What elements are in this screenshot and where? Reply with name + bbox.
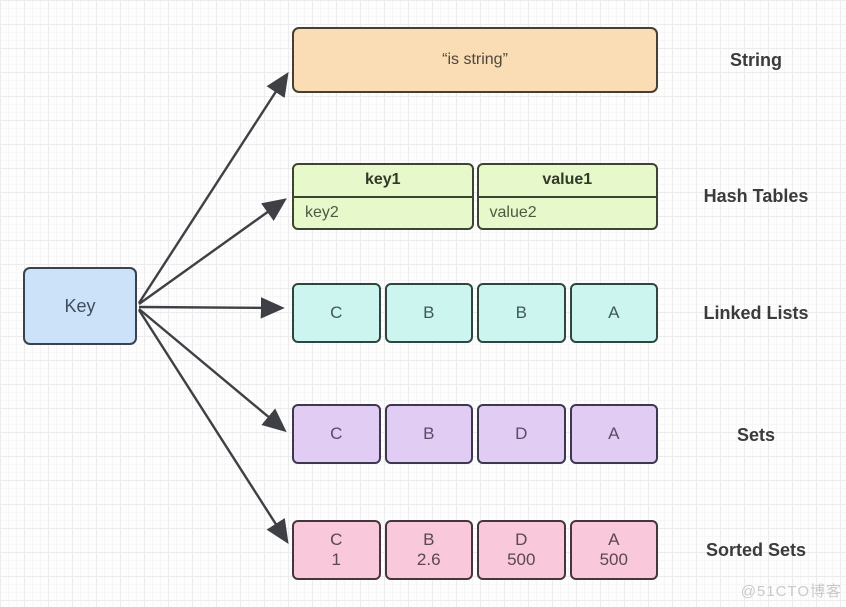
sorted-set-cell: B 2.6 bbox=[384, 520, 473, 580]
sorted-set-cell: C 1 bbox=[292, 520, 381, 580]
sorted-set-member: A bbox=[608, 530, 620, 549]
set-cell: B bbox=[384, 404, 473, 464]
hash-cell-key2: key2 bbox=[305, 203, 339, 221]
hash-value-column: value1 value2 bbox=[476, 163, 658, 230]
sorted-set-member: D bbox=[515, 530, 528, 549]
string-value-box: “is string” bbox=[292, 27, 658, 93]
hash-cell-value2: value2 bbox=[489, 203, 537, 221]
arrow-key-to-linked-list bbox=[138, 297, 285, 319]
hash-key-column: key1 key2 bbox=[292, 163, 474, 230]
key-label: Key bbox=[64, 295, 96, 316]
sorted-set-score: 500 bbox=[599, 550, 628, 569]
label-linked-lists: Linked Lists bbox=[703, 303, 809, 323]
hash-cell-value1: value1 bbox=[478, 165, 656, 198]
sorted-set-member: B bbox=[423, 530, 435, 549]
label-sets: Sets bbox=[736, 425, 776, 445]
label-string: String bbox=[730, 50, 782, 70]
linked-list-cell: A bbox=[569, 283, 658, 343]
set-cell: A bbox=[569, 404, 658, 464]
arrow-key-to-sets bbox=[138, 308, 287, 433]
watermark: @51CTO博客 bbox=[740, 583, 842, 600]
arrow-key-to-string bbox=[137, 71, 289, 304]
arrow-key-to-hash bbox=[138, 198, 287, 305]
label-sorted-sets: Sorted Sets bbox=[705, 540, 807, 560]
sorted-set-cell: A 500 bbox=[569, 520, 658, 580]
hash-cell-key1: key1 bbox=[294, 165, 472, 198]
sorted-set-member: C bbox=[330, 530, 343, 549]
label-hash-tables: Hash Tables bbox=[703, 186, 809, 206]
arrow-key-to-sorted-sets bbox=[137, 309, 289, 545]
string-value-text: “is string” bbox=[442, 51, 508, 68]
sorted-sets-row: C 1 B 2.6 D 500 A 500 bbox=[292, 520, 658, 580]
sorted-set-score: 500 bbox=[507, 550, 536, 569]
sorted-set-score: 1 bbox=[331, 550, 341, 569]
hash-table: key1 key2 value1 value2 bbox=[292, 163, 658, 230]
sorted-set-cell: D 500 bbox=[477, 520, 566, 580]
linked-list-cell: C bbox=[292, 283, 381, 343]
set-cell: C bbox=[292, 404, 381, 464]
linked-list-row: C B B A bbox=[292, 283, 658, 343]
sets-row: C B D A bbox=[292, 404, 658, 464]
sorted-set-score: 2.6 bbox=[416, 550, 441, 569]
set-cell: D bbox=[477, 404, 566, 464]
key-node: Key bbox=[23, 267, 137, 345]
linked-list-cell: B bbox=[384, 283, 473, 343]
linked-list-cell: B bbox=[477, 283, 566, 343]
